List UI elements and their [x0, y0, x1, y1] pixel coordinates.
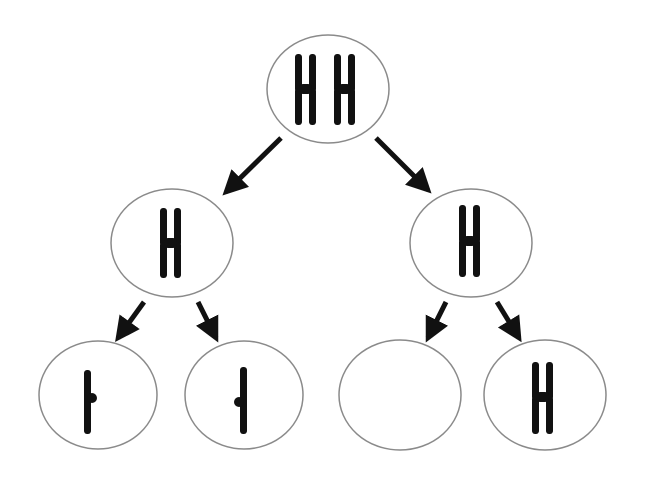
granddaughter-cell-3-membrane [338, 339, 462, 451]
granddaughter-cell-4 [483, 339, 607, 451]
granddaughter-cell-3 [338, 339, 462, 451]
x-chromosome-icon [160, 208, 181, 278]
x-chromosome-icon [295, 54, 316, 125]
parent-cell [266, 34, 390, 144]
arrow-right-daughter-to-cell-3 [425, 300, 449, 343]
x-chromosome-icon [459, 205, 480, 277]
granddaughter-cell-1-membrane [38, 340, 158, 450]
arrow-parent-to-left-daughter [222, 136, 283, 196]
single-chromatid-icon [84, 370, 97, 434]
arrow-left-daughter-to-cell-2 [195, 300, 219, 343]
parent-cell-membrane [266, 34, 390, 144]
x-chromosome-icon [334, 54, 355, 125]
x-chromosome-icon [532, 362, 553, 434]
arrow-parent-to-right-daughter [374, 136, 432, 194]
division-arrows [115, 136, 522, 343]
arrow-right-daughter-to-cell-4 [494, 300, 522, 343]
single-chromatid-icon [234, 367, 247, 434]
right-daughter-cell [409, 188, 533, 298]
granddaughter-cell-1 [38, 340, 158, 450]
granddaughter-cell-2 [184, 340, 304, 450]
left-daughter-cell [110, 188, 234, 298]
arrow-left-daughter-to-cell-1 [115, 300, 147, 343]
